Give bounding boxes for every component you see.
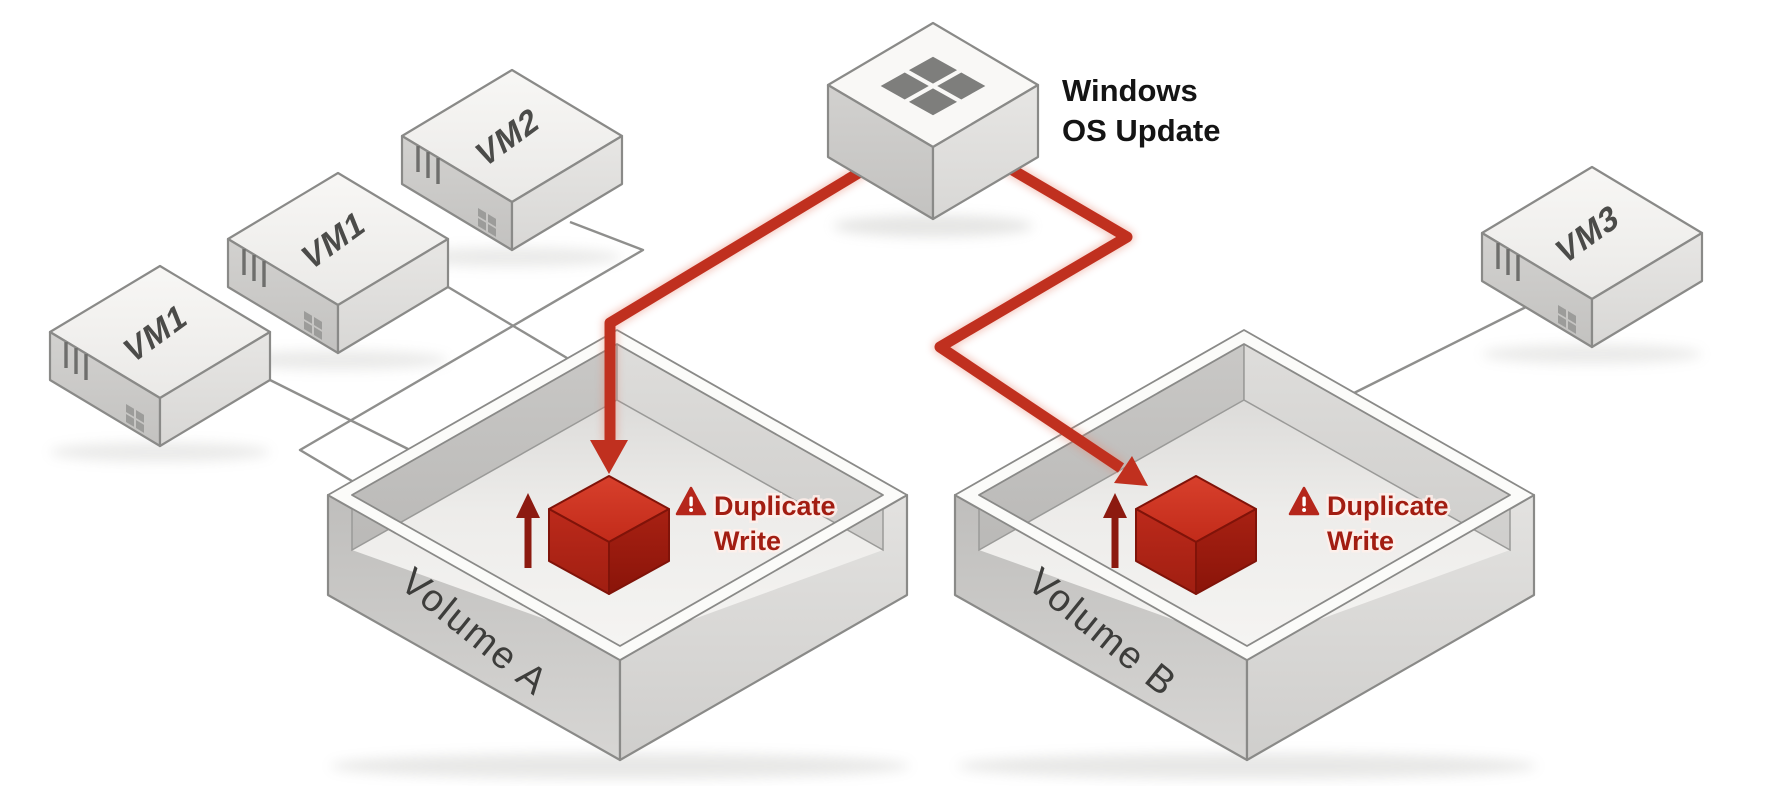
windows-os-update-node: Windows OS Update xyxy=(826,21,1220,221)
warning-a-line1: Duplicate xyxy=(714,491,836,521)
warning-b-line2: Write xyxy=(1327,526,1394,556)
volume-b: Volume B Duplicate Write xyxy=(953,329,1536,762)
shadows xyxy=(50,215,1702,779)
update-cube-right xyxy=(931,83,1040,221)
volume-a: Volume A Duplicate Write xyxy=(326,329,909,762)
warning-b-line1: Duplicate xyxy=(1327,491,1449,521)
volume-a-rim xyxy=(327,329,908,661)
arrowhead-b xyxy=(1114,456,1148,486)
arrow-to-volume-a xyxy=(590,158,878,474)
warning-a: Duplicate Write xyxy=(675,486,838,559)
warning-b: Duplicate Write xyxy=(1288,486,1451,559)
connector-vm3-volume-b xyxy=(1353,305,1527,395)
warning-a-line2: Write xyxy=(714,526,781,556)
arrow-to-volume-b xyxy=(934,150,1148,486)
update-title-line2: OS Update xyxy=(1062,113,1220,148)
arrowhead-a xyxy=(590,440,628,474)
volume-b-rim xyxy=(954,329,1535,661)
vm3-box xyxy=(1480,165,1704,349)
connector-vm1-left-volume-a xyxy=(269,378,409,451)
vm2-box xyxy=(400,68,624,252)
connector-vm2-volume-a xyxy=(298,220,645,483)
connector-vm1-middle-volume-a xyxy=(447,285,568,360)
update-arrows xyxy=(590,148,1148,486)
network-connectors xyxy=(269,220,1527,483)
vm-cluster: VM1 VM1 VM2 VM3 xyxy=(48,68,1704,448)
update-title-line1: Windows xyxy=(1062,73,1198,108)
